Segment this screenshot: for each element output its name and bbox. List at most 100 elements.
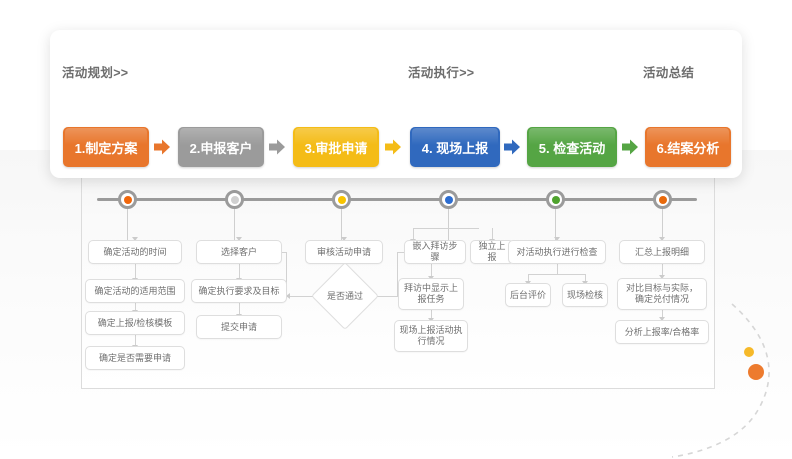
- connector-line: [431, 310, 432, 318]
- phase-label: 活动执行>>: [408, 66, 475, 80]
- connector-arrow: [659, 317, 665, 321]
- flow-node[interactable]: 提交申请: [196, 315, 282, 339]
- flow-node[interactable]: 分析上报率/合格率: [615, 320, 709, 344]
- connector-line: [377, 296, 397, 297]
- flow-node[interactable]: 确定是否需要申请: [85, 346, 185, 370]
- timeline-dot-core: [337, 195, 346, 204]
- decorative-dot-2: [748, 364, 764, 380]
- flow-node-label: 审核活动申请: [316, 246, 371, 257]
- flow-node[interactable]: 审核活动申请: [305, 240, 383, 264]
- connector-line: [662, 310, 663, 318]
- connector-line: [413, 228, 414, 240]
- connector-line: [135, 264, 136, 279]
- decorative-curve: [672, 303, 770, 458]
- flow-node-label: 提交申请: [220, 321, 257, 332]
- timeline-dot-5[interactable]: [546, 190, 565, 209]
- connector-line: [662, 264, 663, 276]
- timeline-stem: [662, 209, 663, 240]
- step-box-label: 1.制定方案: [74, 140, 138, 156]
- connector-line: [286, 296, 313, 297]
- connector-arrow: [341, 237, 347, 241]
- timeline-dot-core: [123, 195, 132, 204]
- flow-node[interactable]: 嵌入拜访步骤: [404, 240, 466, 264]
- timeline-dot-core: [444, 195, 453, 204]
- timeline-stem: [234, 209, 235, 240]
- flow-node-label: 现场上报活动执行情况: [399, 325, 463, 346]
- step-arrow-2-icon: [268, 138, 286, 156]
- flow-node-label: 确定活动的适用范围: [94, 285, 176, 296]
- timeline-dot-6[interactable]: [653, 190, 672, 209]
- flow-node[interactable]: 拜访中显示上报任务: [398, 278, 464, 310]
- step-box-label: 3.审批申请: [304, 140, 368, 156]
- timeline-dot-4[interactable]: [439, 190, 458, 209]
- phase-label: 活动规划>>: [62, 66, 129, 80]
- flow-node-label: 对活动执行进行检查: [516, 246, 598, 257]
- step-box-label: 4. 现场上报: [421, 140, 489, 156]
- flow-node-label: 后台评价: [510, 289, 547, 300]
- connector-arrow: [659, 275, 665, 279]
- step-box-label: 6.结案分析: [656, 140, 720, 156]
- connector-arrow: [132, 237, 138, 241]
- connector-line: [239, 264, 240, 279]
- flow-node[interactable]: 确定执行要求及目标: [191, 279, 287, 303]
- flow-node[interactable]: 确定活动的适用范围: [85, 279, 185, 303]
- timeline-stem: [127, 209, 128, 240]
- flow-node[interactable]: 独立上报: [470, 240, 514, 264]
- timeline-stem: [555, 209, 556, 240]
- timeline-dot-3[interactable]: [332, 190, 351, 209]
- step-box-3[interactable]: 3.审批申请: [293, 127, 379, 167]
- flow-node-label: 拜访中显示上报任务: [403, 283, 458, 304]
- step-arrow-3-icon: [384, 138, 402, 156]
- connector-line: [397, 252, 405, 253]
- step-arrow-5-icon: [621, 138, 639, 156]
- flow-node[interactable]: 现场检核: [562, 283, 608, 307]
- flow-node-label: 嵌入拜访步骤: [412, 241, 458, 262]
- flow-node[interactable]: 确定活动的时间: [88, 240, 182, 264]
- flow-node-label: 分析上报率/合格率: [624, 326, 700, 337]
- connector-line: [282, 252, 287, 253]
- flow-decision[interactable]: 是否通过: [311, 262, 379, 330]
- flow-decision-label: 是否通过: [326, 290, 363, 301]
- connector-line: [413, 228, 479, 229]
- flow-node[interactable]: 对活动执行进行检查: [508, 240, 606, 264]
- step-box-2[interactable]: 2.申报客户: [178, 127, 264, 167]
- flow-node-label: 对比目标与实际，确定兑付情况: [625, 283, 698, 304]
- timeline-rail: [97, 198, 697, 201]
- connector-arrow: [554, 237, 560, 241]
- step-box-6[interactable]: 6.结案分析: [645, 127, 731, 167]
- connector-arrow: [236, 237, 242, 241]
- timeline-dot-core: [230, 195, 239, 204]
- flow-node-label: 确定是否需要申请: [98, 352, 171, 363]
- flow-node[interactable]: 选择客户: [196, 240, 282, 264]
- timeline-dot-2[interactable]: [225, 190, 244, 209]
- timeline-stem: [341, 209, 342, 240]
- flow-node[interactable]: 汇总上报明细: [619, 240, 705, 264]
- timeline-dot-core: [551, 195, 560, 204]
- connector-arrow: [659, 237, 665, 241]
- step-box-5[interactable]: 5. 检查活动: [527, 127, 617, 167]
- step-box-4[interactable]: 4. 现场上报: [410, 127, 500, 167]
- step-box-1[interactable]: 1.制定方案: [63, 127, 149, 167]
- connector-line: [135, 335, 136, 346]
- flow-node-label: 独立上报: [478, 241, 506, 262]
- connector-line: [239, 303, 240, 315]
- step-arrow-1-icon: [153, 138, 171, 156]
- connector-line: [557, 264, 558, 274]
- flow-node[interactable]: 后台评价: [505, 283, 551, 307]
- connector-line: [286, 252, 287, 297]
- flow-node-label: 汇总上报明细: [634, 246, 689, 257]
- flow-node-label: 选择客户: [220, 246, 257, 257]
- flow-node[interactable]: 确定上报/检核模板: [85, 311, 185, 335]
- flow-node-label: 确定执行要求及目标: [198, 285, 280, 296]
- connector-line: [431, 264, 432, 276]
- flow-node[interactable]: 现场上报活动执行情况: [394, 320, 468, 352]
- timeline-dot-core: [658, 195, 667, 204]
- flow-node[interactable]: 对比目标与实际，确定兑付情况: [617, 278, 707, 310]
- connector-line: [135, 303, 136, 311]
- flow-node-label: 确定活动的时间: [103, 246, 167, 257]
- timeline-dot-1[interactable]: [118, 190, 137, 209]
- step-arrow-4-icon: [503, 138, 521, 156]
- step-box-label: 2.申报客户: [189, 140, 253, 156]
